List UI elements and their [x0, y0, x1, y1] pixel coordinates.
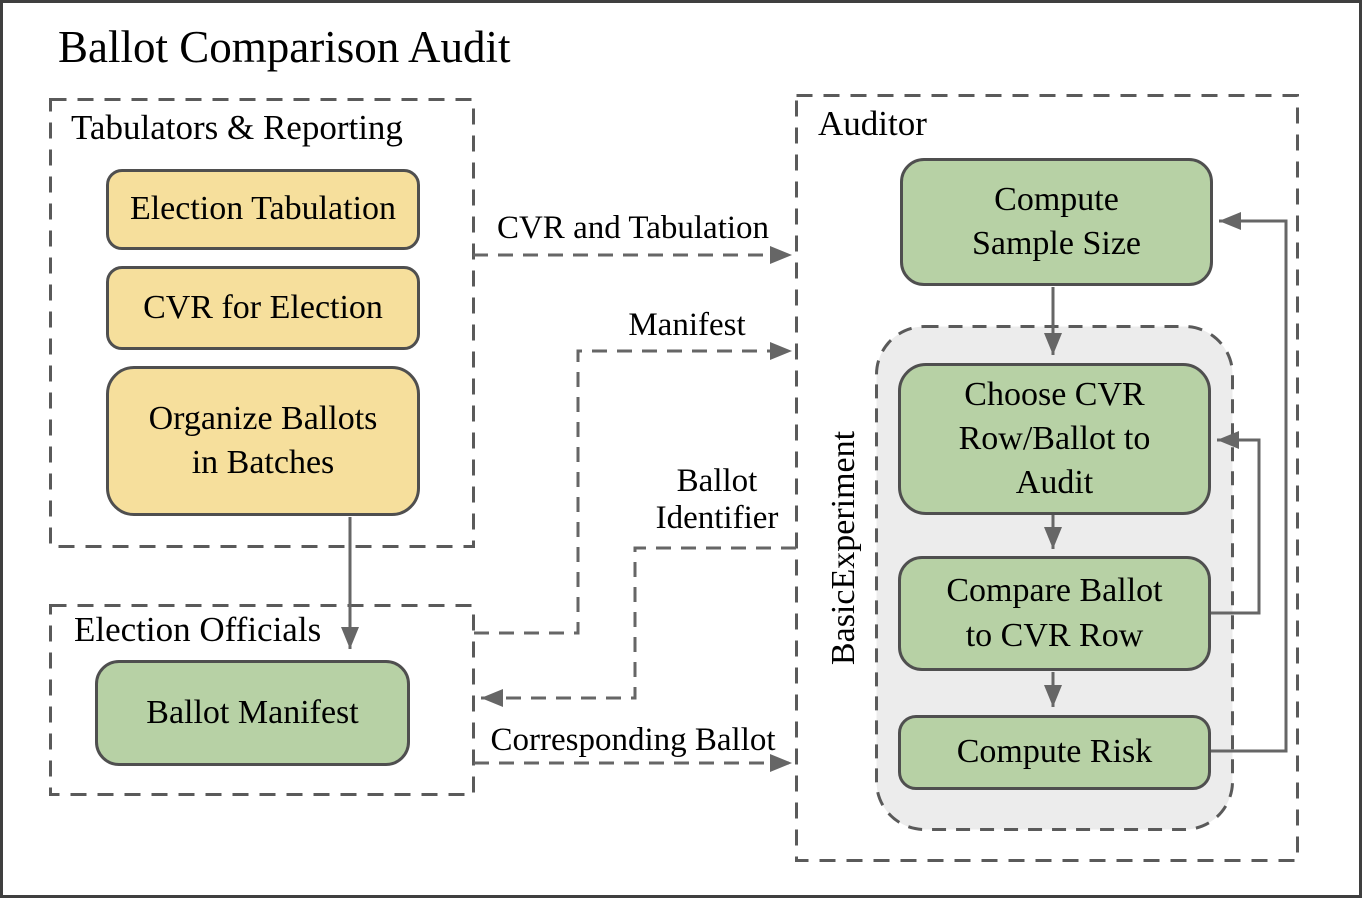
node-compute-sample-size: Compute Sample Size — [900, 158, 1213, 286]
group-label-election-officials: Election Officials — [74, 610, 322, 649]
group-label-basic-experiment: BasicExperiment — [825, 430, 862, 666]
edge-label-corresponding-ballot: Corresponding Ballot — [490, 722, 776, 758]
node-election-tabulation: Election Tabulation — [106, 169, 420, 250]
node-compare-ballot-to-cvr-row: Compare Ballot to CVR Row — [898, 556, 1211, 671]
edge-risk-loop-to-sample-size — [1211, 212, 1288, 753]
page-title: Ballot Comparison Audit — [58, 22, 511, 72]
node-ballot-manifest: Ballot Manifest — [95, 660, 410, 766]
node-compute-risk: Compute Risk — [898, 715, 1211, 790]
node-choose-cvr-row-ballot: Choose CVR Row/Ballot to Audit — [898, 363, 1211, 515]
group-box-tabulators-reporting — [49, 98, 475, 548]
edge-label-ballot-identifier: Ballot Identifier — [655, 463, 779, 536]
group-label-tabulators-reporting: Tabulators & Reporting — [71, 108, 403, 147]
edge-label-cvr-and-tabulation: CVR and Tabulation — [496, 210, 770, 246]
edge-label-manifest: Manifest — [628, 307, 746, 343]
group-label-auditor: Auditor — [818, 104, 927, 143]
node-organize-ballots-in-batches: Organize Ballots in Batches — [106, 366, 420, 516]
edge-manifest — [474, 342, 792, 635]
group-box-election-officials — [49, 604, 475, 796]
edge-ballot-identifier — [481, 546, 796, 707]
node-cvr-for-election: CVR for Election — [106, 266, 420, 350]
edge-compare-loop-to-choose — [1211, 431, 1261, 615]
group-box-auditor — [795, 94, 1299, 862]
